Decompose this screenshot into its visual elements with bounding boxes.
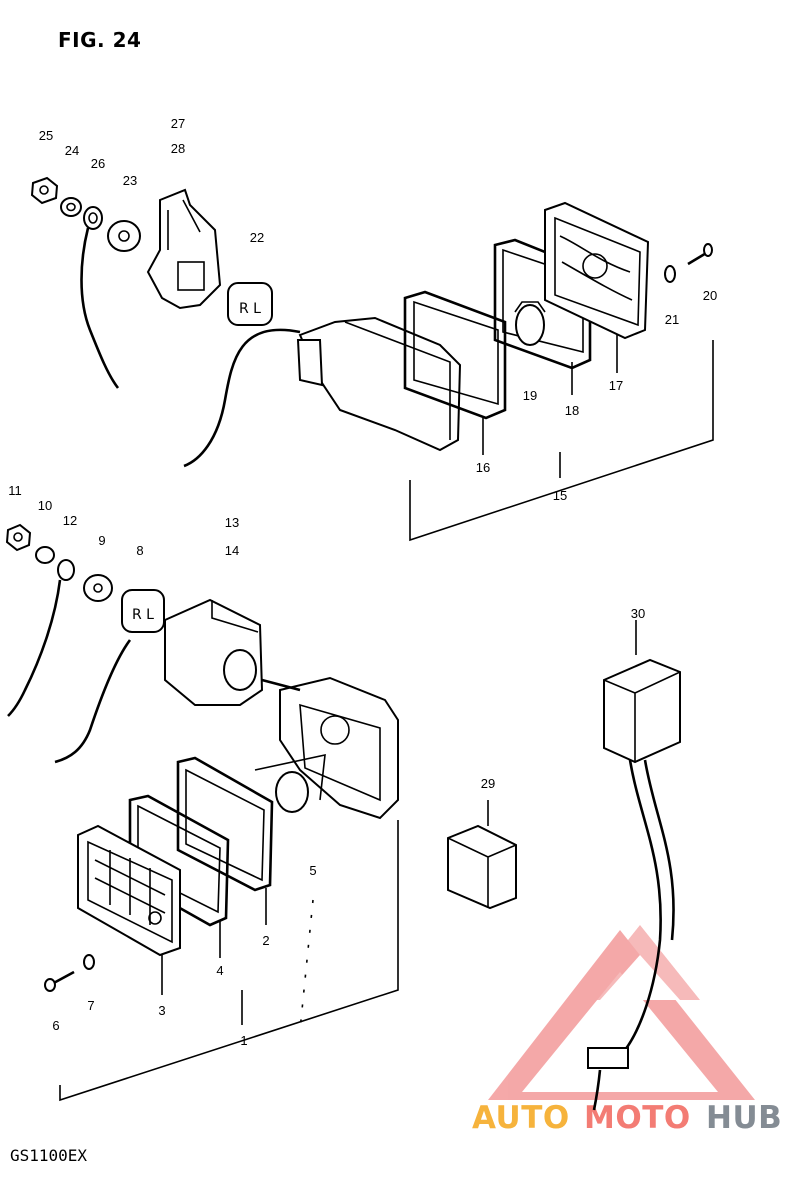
- callout-10: 10: [38, 498, 52, 513]
- callout-3: 3: [158, 1003, 165, 1018]
- callout-22: 22: [250, 230, 264, 245]
- callout-1: 1: [240, 1033, 247, 1048]
- callout-16: 16: [476, 460, 490, 475]
- part-25-nut: [30, 176, 59, 205]
- callout-4: 4: [216, 963, 223, 978]
- callout-26: 26: [91, 156, 105, 171]
- callout-17: 17: [609, 378, 623, 393]
- callout-labels: 25 24 26 23 27 28 22 21 20 17 19 18 16 1…: [8, 116, 717, 1048]
- part-29-relay: [447, 800, 517, 910]
- model-code: GS1100EX: [10, 1146, 88, 1165]
- callout-23: 23: [123, 173, 137, 188]
- callout-5: 5: [309, 863, 316, 878]
- part-13-14-bracket: [164, 598, 264, 706]
- part-2-gasket: [176, 756, 274, 892]
- watermark-brand-text: AUTO MOTO HUB: [472, 1100, 782, 1136]
- callout-29: 29: [481, 776, 495, 791]
- part-11-nut: [5, 523, 32, 552]
- callout-20: 20: [703, 288, 717, 303]
- callout-27: 27: [171, 116, 185, 131]
- callout-2: 2: [262, 933, 269, 948]
- part-19-bulb: [514, 301, 546, 346]
- svg-text:R L: R L: [239, 301, 261, 317]
- part-17-lens: [544, 201, 650, 340]
- part-24-lock-washer: [60, 197, 82, 217]
- leader-5-dotted: [299, 899, 314, 1031]
- part-27-28-bracket: [146, 188, 222, 310]
- part-20-screw: [687, 243, 713, 266]
- callout-19: 19: [523, 388, 537, 403]
- part-12-ground-wire: [7, 559, 75, 717]
- assembly-15-bracket-line: [409, 340, 714, 542]
- part-10-lock-washer: [35, 546, 55, 564]
- part-22-grommet: R L: [227, 282, 273, 326]
- assembly-1-bracket-line: [59, 820, 399, 1102]
- part-30-module-with-cable: [587, 620, 681, 1111]
- callout-12: 12: [63, 513, 77, 528]
- watermark-word-auto: AUTO: [472, 1100, 570, 1136]
- part-26-ground-wire: [80, 206, 120, 389]
- callout-28: 28: [171, 141, 185, 156]
- callout-13: 13: [225, 515, 239, 530]
- callout-11: 11: [8, 483, 22, 498]
- callout-14: 14: [225, 543, 239, 558]
- figure-title: FIG. 24: [58, 28, 142, 52]
- callout-30: 30: [631, 606, 645, 621]
- part-8-grommet: R L: [121, 589, 165, 633]
- part-7-washer: [83, 954, 95, 970]
- watermark-logo: [488, 925, 755, 1100]
- callout-18: 18: [565, 403, 579, 418]
- callout-8: 8: [136, 543, 143, 558]
- callout-15: 15: [553, 488, 567, 503]
- part-23-washer: [107, 220, 141, 252]
- part-15-signal-wire: [183, 328, 301, 468]
- part-16-gasket: [403, 290, 507, 420]
- part-3-lens: [77, 824, 181, 957]
- callout-24: 24: [65, 143, 79, 158]
- part-6-screw: [44, 970, 75, 992]
- svg-text:R L: R L: [132, 607, 154, 623]
- part-1-signal-wire: [54, 639, 132, 764]
- watermark-word-hub: HUB: [706, 1100, 782, 1136]
- callout-25: 25: [39, 128, 53, 143]
- part-15-turn-signal-housing: [296, 316, 462, 452]
- part-21-washer: [664, 265, 676, 283]
- part-5-bulb: [254, 753, 326, 813]
- callout-7: 7: [87, 998, 94, 1013]
- callout-6: 6: [52, 1018, 59, 1033]
- callout-9: 9: [98, 533, 105, 548]
- callout-21: 21: [665, 312, 679, 327]
- watermark-word-moto: MOTO: [584, 1100, 691, 1136]
- part-9-washer: [83, 574, 113, 602]
- part-1-turn-signal-housing: [261, 676, 399, 820]
